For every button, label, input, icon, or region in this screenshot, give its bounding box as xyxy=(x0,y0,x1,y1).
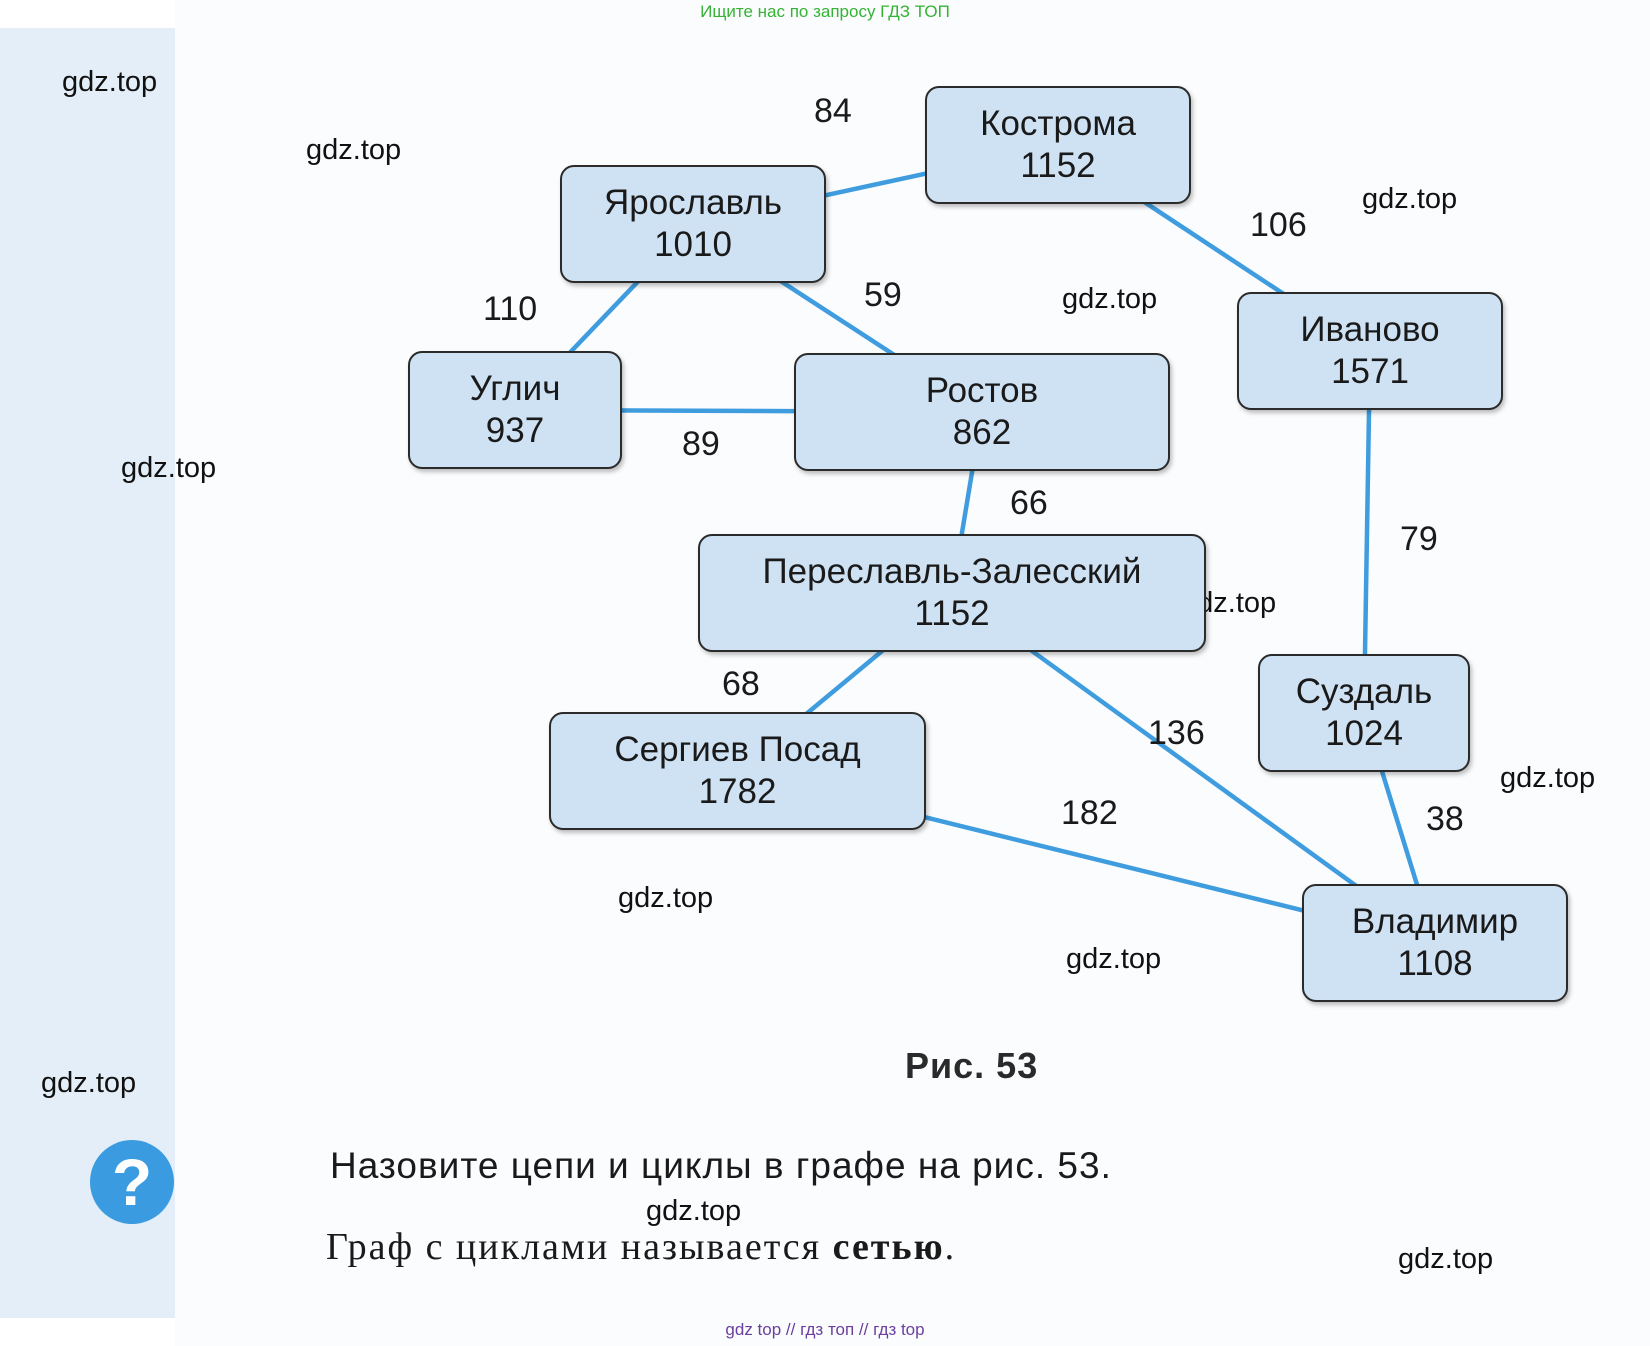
sidebar-panel xyxy=(0,28,175,1318)
node-value: 1571 xyxy=(1331,352,1409,391)
edge-weight: 68 xyxy=(722,665,760,703)
edge-weight: 38 xyxy=(1426,800,1464,838)
node-name: Углич xyxy=(469,369,561,408)
node-name: Иваново xyxy=(1300,310,1440,349)
watermark: gdz.top xyxy=(121,452,217,484)
node-value: 1152 xyxy=(1020,146,1096,185)
node-name: Кострома xyxy=(980,104,1136,143)
watermark: gdz.top xyxy=(306,134,402,166)
watermark: gdz.top xyxy=(1062,283,1158,315)
question-icon: ? xyxy=(90,1140,174,1224)
node-name: Ярославль xyxy=(603,183,783,222)
definition-prefix: Граф с циклами называется xyxy=(326,1226,822,1268)
node-sergiev-posad: Сергиев Посад 1782 xyxy=(549,712,926,830)
edge-weight: 89 xyxy=(682,425,720,463)
node-uglich: Углич 937 xyxy=(408,351,622,469)
watermark: gdz.top xyxy=(41,1067,137,1099)
node-rostov: Ростов 862 xyxy=(794,353,1170,471)
node-name: Суздаль xyxy=(1295,672,1433,711)
watermark: gdz.top xyxy=(646,1195,742,1227)
definition-text: Граф с циклами называется сетью. xyxy=(326,1225,956,1269)
edge-ivanovo-suzdal xyxy=(1361,350,1373,714)
node-value: 937 xyxy=(485,411,545,450)
edge-weight: 106 xyxy=(1250,206,1307,244)
node-value: 1108 xyxy=(1397,944,1473,983)
node-name: Владимир xyxy=(1351,902,1519,941)
node-kostroma: Кострома 1152 xyxy=(925,86,1191,204)
watermark: gdz.top xyxy=(1362,183,1458,215)
node-yaroslavl: Ярославль 1010 xyxy=(560,165,826,283)
watermark: gdz.top xyxy=(62,66,158,98)
node-value: 1024 xyxy=(1325,714,1403,753)
edge-weight: 59 xyxy=(864,276,902,314)
node-pereslavl: Переславль-Залесский 1152 xyxy=(698,534,1206,652)
node-name: Переславль-Залесский xyxy=(762,552,1142,591)
node-name: Сергиев Посад xyxy=(614,730,861,769)
edge-weight: 136 xyxy=(1148,714,1205,752)
footer-links[interactable]: gdz top // гдз топ // гдз top xyxy=(725,1320,925,1339)
top-banner[interactable]: Ищите нас по запросу ГДЗ ТОП xyxy=(700,2,950,21)
node-ivanovo: Иваново 1571 xyxy=(1237,292,1503,410)
edge-weight: 110 xyxy=(483,290,538,328)
watermark: gdz.top xyxy=(618,882,714,914)
watermark: gdz.top xyxy=(1066,943,1162,975)
edge-weight: 66 xyxy=(1010,484,1048,522)
node-value: 862 xyxy=(952,413,1012,452)
node-suzdal: Суздаль 1024 xyxy=(1258,654,1470,772)
question-text: Назовите цепи и циклы в графе на рис. 53… xyxy=(330,1145,1112,1186)
figure-caption: Рис. 53 xyxy=(905,1045,1039,1086)
watermark: gdz.top xyxy=(1398,1243,1494,1275)
node-value: 1782 xyxy=(698,772,777,811)
definition-term: сетью xyxy=(832,1226,945,1268)
edge-weight: 79 xyxy=(1400,520,1438,558)
edge-weight: 182 xyxy=(1061,794,1118,832)
edge-weight: 84 xyxy=(814,92,852,130)
watermark: gdz.top xyxy=(1500,762,1596,794)
node-vladimir: Владимир 1108 xyxy=(1302,884,1568,1002)
node-name: Ростов xyxy=(925,371,1039,410)
node-value: 1010 xyxy=(654,225,732,264)
node-value: 1152 xyxy=(914,594,990,633)
definition-suffix: . xyxy=(944,1226,957,1268)
